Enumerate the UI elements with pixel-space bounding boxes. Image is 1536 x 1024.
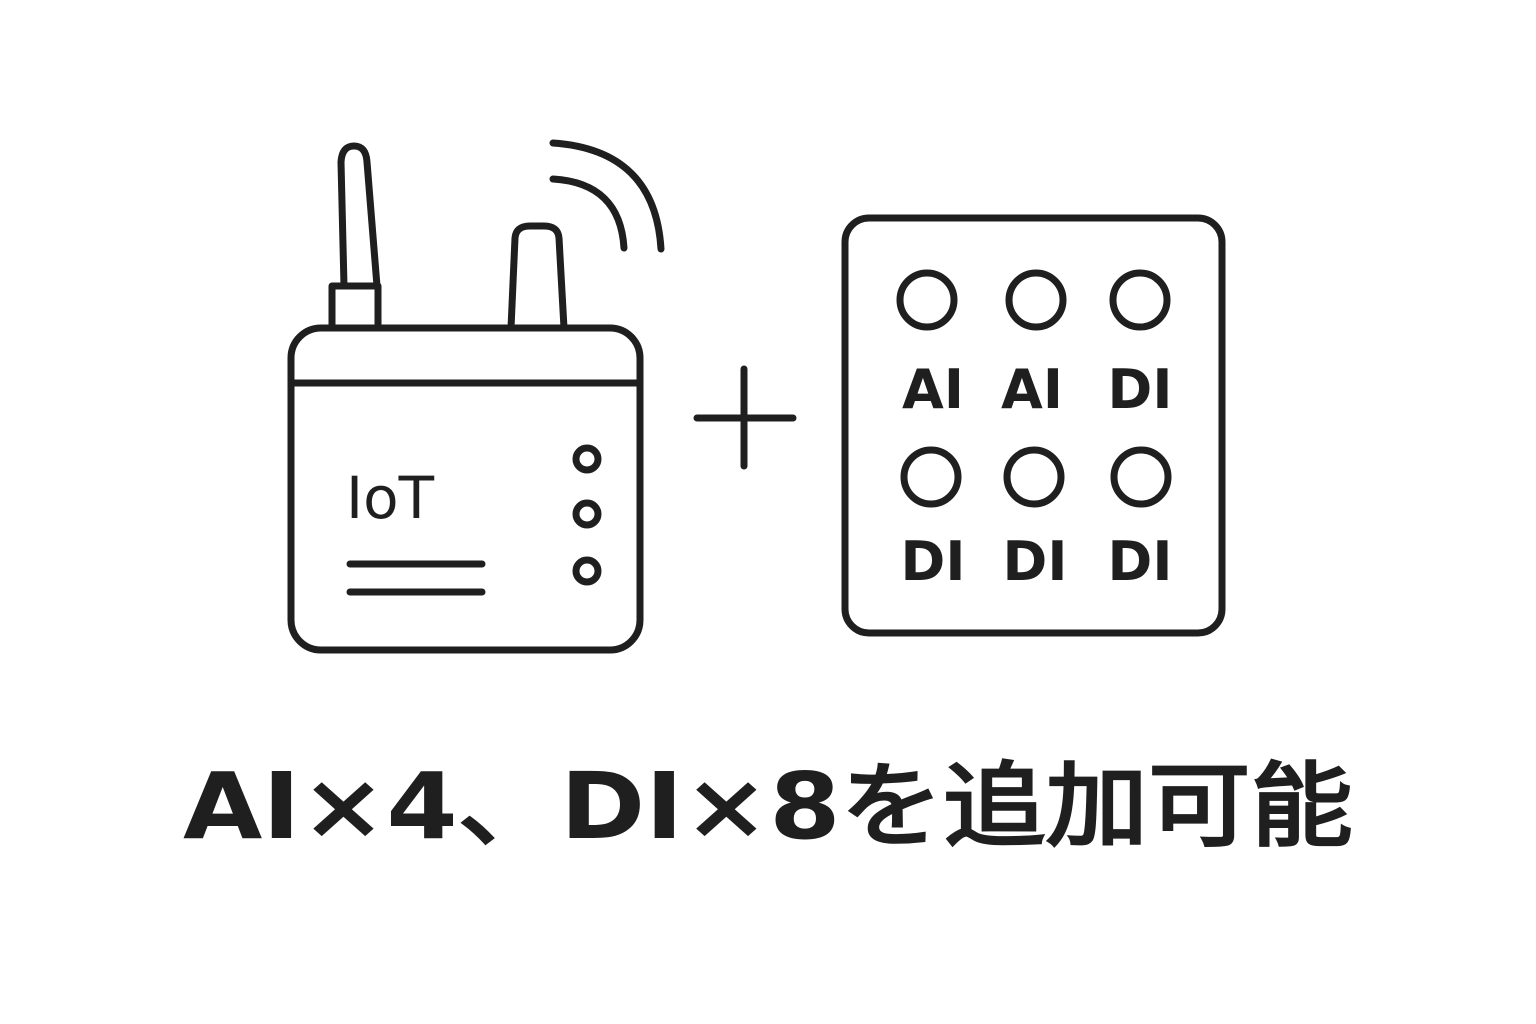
antenna-right-icon bbox=[507, 222, 568, 332]
io-port: DI bbox=[1108, 269, 1173, 421]
port-circle-icon bbox=[896, 269, 958, 331]
status-leds bbox=[572, 444, 602, 586]
io-port: DI bbox=[1003, 446, 1068, 593]
antenna-left-icon bbox=[328, 142, 382, 332]
status-led-icon bbox=[572, 556, 602, 586]
io-port: AI bbox=[896, 269, 964, 421]
port-label: DI bbox=[1108, 358, 1173, 421]
port-label: AI bbox=[902, 358, 964, 421]
io-expansion-module: AI AI DI DI DI DI bbox=[841, 214, 1226, 637]
iot-gateway: IoT bbox=[287, 139, 665, 654]
plus-icon bbox=[693, 365, 797, 470]
io-port: AI bbox=[1001, 269, 1067, 421]
port-circle-icon bbox=[1003, 446, 1065, 508]
port-label: DI bbox=[1108, 530, 1173, 593]
port-circle-icon bbox=[1005, 269, 1067, 331]
io-port: DI bbox=[1108, 446, 1173, 593]
port-circle-icon bbox=[1109, 269, 1171, 331]
device-label-underlines bbox=[346, 560, 486, 596]
status-led-icon bbox=[572, 499, 602, 529]
port-label: DI bbox=[901, 530, 966, 593]
port-circle-icon bbox=[1110, 446, 1172, 508]
device-label: IoT bbox=[346, 464, 435, 532]
wifi-signal-icon bbox=[549, 139, 665, 253]
port-label: AI bbox=[1001, 358, 1063, 421]
status-led-icon bbox=[572, 444, 602, 474]
device-body bbox=[287, 324, 644, 654]
port-label: DI bbox=[1003, 530, 1068, 593]
port-circle-icon bbox=[900, 446, 962, 508]
io-port: DI bbox=[900, 446, 966, 593]
caption: AI×4、DI×8を追加可能 bbox=[183, 753, 1353, 860]
